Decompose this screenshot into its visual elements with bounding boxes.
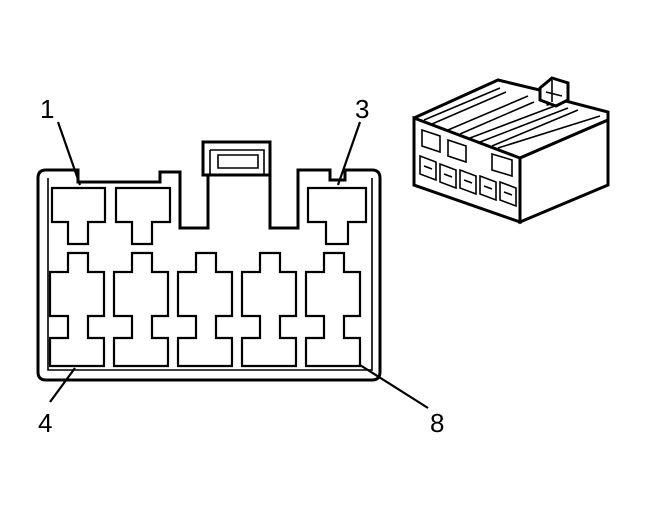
leader-line-1 [56, 121, 82, 186]
connector-3d-view [412, 76, 610, 225]
cavity-6 [176, 251, 234, 368]
cavity-4 [48, 251, 106, 368]
cavity-3 [306, 186, 368, 246]
cavity-1 [50, 186, 107, 246]
leader-line-4 [49, 367, 76, 403]
pin-label-1: 1 [40, 94, 54, 124]
top-row-cavities [50, 186, 368, 246]
latch-3d [538, 76, 570, 108]
pin-label-3: 3 [355, 94, 369, 124]
latch [201, 140, 272, 177]
leader-lines [49, 121, 429, 409]
cavity-7 [240, 251, 298, 368]
leader-line-3 [336, 121, 362, 186]
cavity-5 [112, 251, 170, 368]
cavity-2 [114, 186, 172, 246]
leader-line-8 [359, 364, 429, 409]
pin-label-8: 8 [430, 408, 444, 438]
pin-label-4: 4 [38, 408, 52, 438]
